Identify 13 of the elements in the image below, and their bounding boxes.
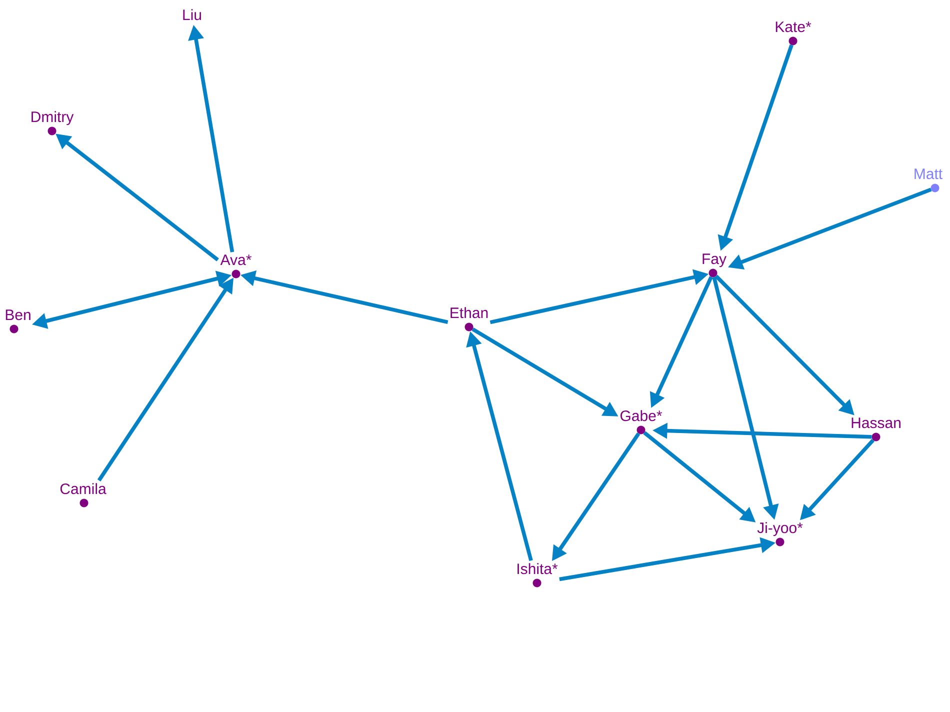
name-label: Gabe* bbox=[620, 410, 662, 422]
name-label: Hassan bbox=[852, 418, 900, 428]
name-label: Ishita* bbox=[518, 563, 558, 574]
name-label: Ben bbox=[6, 310, 30, 320]
name-label: Ji-yoo* bbox=[757, 522, 803, 536]
name-label: Fay bbox=[702, 254, 726, 268]
name-label: Ava* bbox=[220, 254, 252, 266]
name-label: Ethan bbox=[450, 307, 488, 318]
name-label: Dmitry bbox=[32, 111, 74, 126]
name-label: Camila bbox=[60, 483, 106, 494]
name-label: Liu bbox=[183, 9, 202, 20]
name-label: Kate* bbox=[776, 22, 812, 32]
name-label: Matt bbox=[914, 168, 942, 180]
